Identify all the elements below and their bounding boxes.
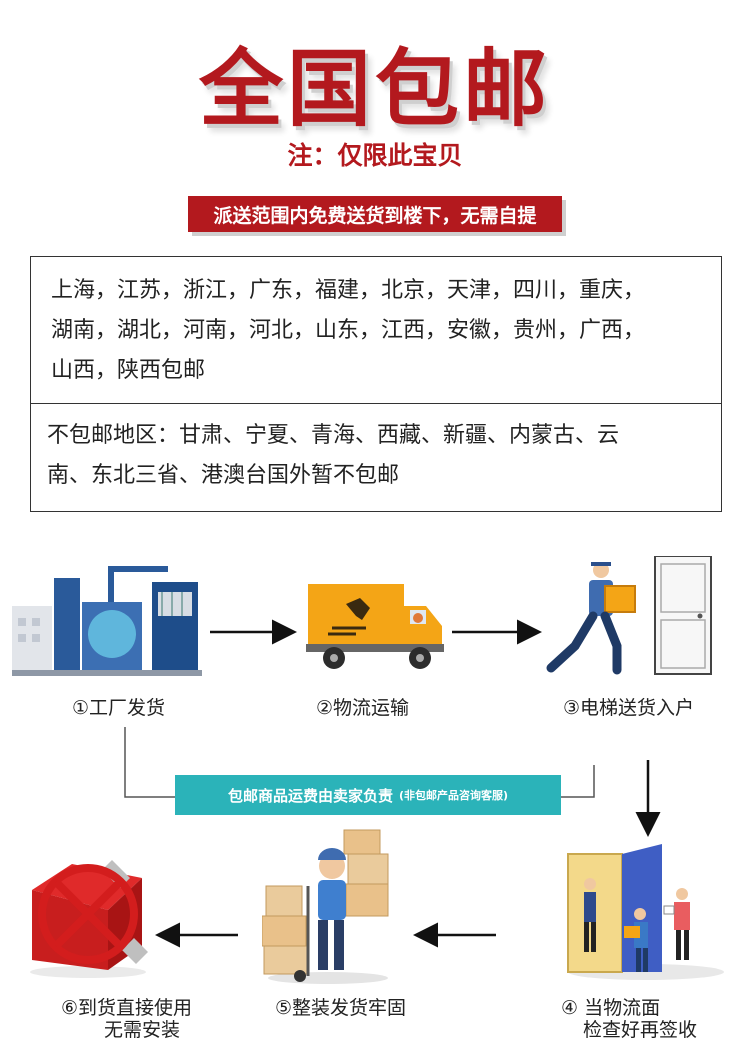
truck-icon bbox=[306, 580, 446, 672]
no-install-icon bbox=[22, 850, 154, 980]
step-2-label: ②物流运输 bbox=[316, 697, 410, 719]
excluded-regions-line-2: 南、东北三省、港澳台国外暂不包邮 bbox=[47, 463, 400, 488]
free-shipping-regions: 上海，江苏，浙江，广东，福建，北京，天津，四川，重庆， 湖南，湖北，河南，河北，… bbox=[31, 257, 721, 404]
page-title: 全国包邮 bbox=[198, 40, 551, 138]
worker-boxes-icon bbox=[261, 826, 394, 986]
page-subtitle: 注：仅限此宝贝 bbox=[287, 141, 463, 170]
step-5-label: ⑤整装发货牢固 bbox=[275, 997, 407, 1019]
courier-door-icon bbox=[545, 555, 717, 680]
sign-receipt-icon bbox=[560, 840, 730, 982]
step-4-label-line-2: 检查好再签收 bbox=[583, 1019, 698, 1041]
excluded-regions-line-1: 不包邮地区：甘肃、宁夏、青海、西藏、新疆、内蒙古、云 bbox=[47, 423, 620, 448]
step-3-label: ③电梯送货入户 bbox=[563, 697, 695, 719]
factory-icon bbox=[12, 562, 202, 678]
delivery-banner: 派送范围内免费送货到楼下，无需自提 bbox=[188, 196, 562, 232]
bracket-right bbox=[561, 765, 595, 798]
shipping-note-small: (非包邮产品咨询客服) bbox=[398, 789, 509, 802]
step-6-label-line-2: 无需安装 bbox=[104, 1019, 181, 1041]
step-1-label: ①工厂发货 bbox=[72, 697, 166, 719]
excluded-regions: 不包邮地区：甘肃、宁夏、青海、西藏、新疆、内蒙古、云 南、东北三省、港澳台国外暂… bbox=[31, 404, 721, 496]
free-regions-line-2: 湖南，湖北，河南，河北，山东，江西，安徽，贵州，广西， bbox=[51, 318, 646, 343]
step-4-label-line-1: ④ 当物流面 bbox=[561, 997, 661, 1019]
shipping-note-main: 包邮商品运费由卖家负责 bbox=[227, 786, 393, 805]
step-6-label-line-1: ⑥到货直接使用 bbox=[61, 997, 193, 1019]
bracket-left bbox=[124, 727, 175, 798]
shipping-note: 包邮商品运费由卖家负责 (非包邮产品咨询客服) bbox=[175, 775, 561, 815]
free-regions-line-3: 山西，陕西包邮 bbox=[51, 358, 206, 383]
free-regions-line-1: 上海，江苏，浙江，广东，福建，北京，天津，四川，重庆， bbox=[51, 278, 646, 303]
region-box: 上海，江苏，浙江，广东，福建，北京，天津，四川，重庆， 湖南，湖北，河南，河北，… bbox=[30, 256, 722, 512]
